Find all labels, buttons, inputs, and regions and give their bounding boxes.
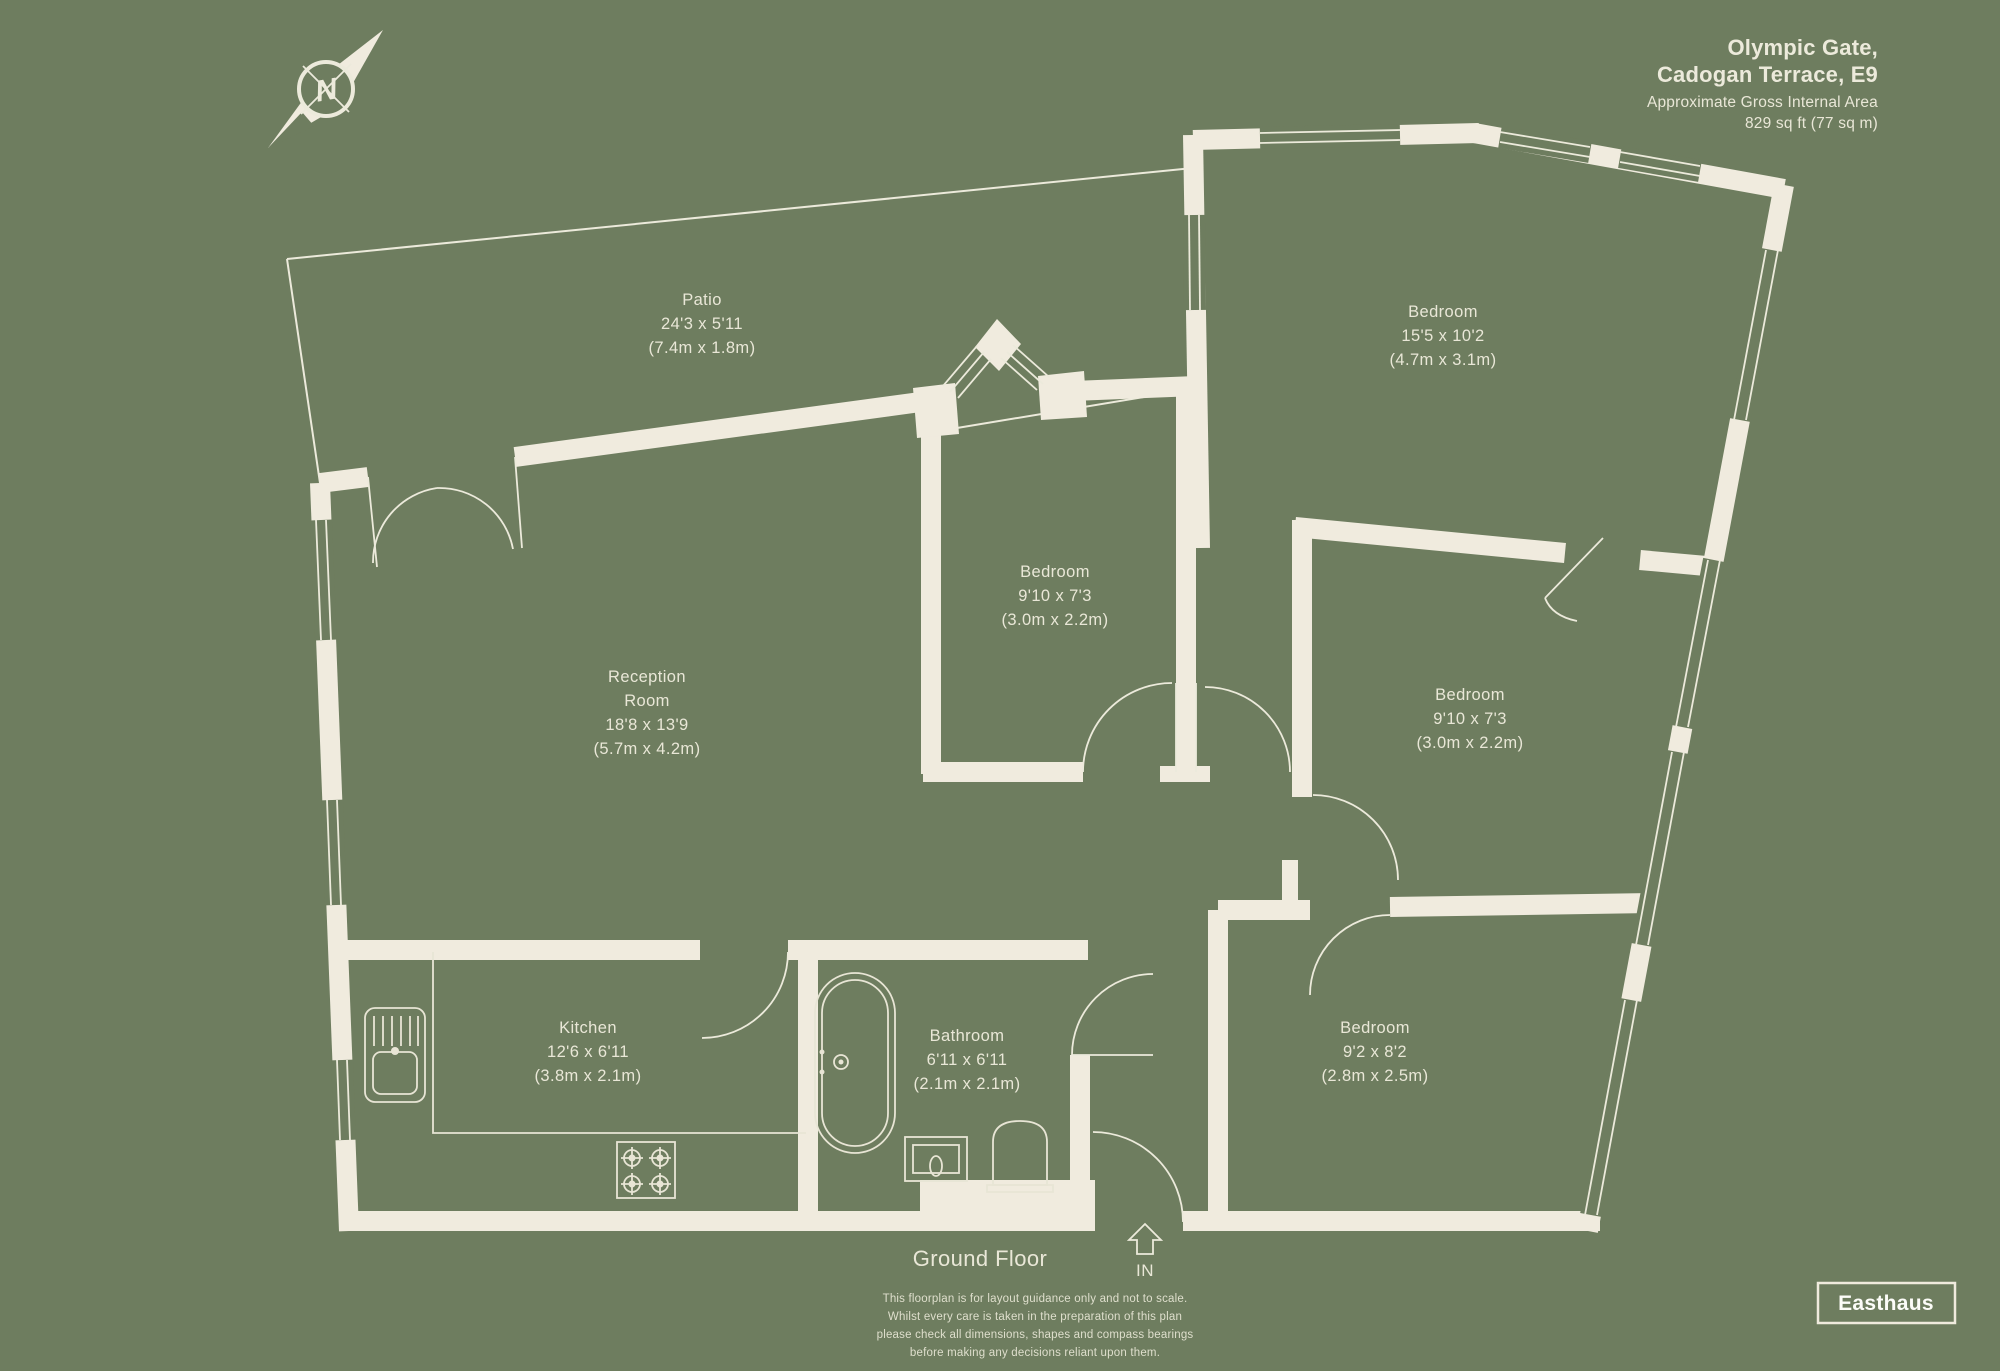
room-dims-imperial: 24'3 x 5'11 bbox=[661, 315, 743, 333]
room-name-line1: Reception bbox=[608, 668, 686, 686]
room-label-reception: Reception Room 18'8 x 13'9 (5.7m x 4.2m) bbox=[594, 668, 701, 758]
se-bedroom-door-arc bbox=[1309, 914, 1391, 996]
room-dims-imperial: 9'10 x 7'3 bbox=[1433, 710, 1507, 728]
french-door-right-arc bbox=[436, 487, 514, 550]
room-name: Bedroom bbox=[1435, 686, 1505, 704]
room-label-bedroom-middle: Bedroom 9'10 x 7'3 (3.0m x 2.2m) bbox=[1002, 563, 1109, 629]
room-dims-imperial: 18'8 x 13'9 bbox=[605, 716, 688, 734]
room-label-bedroom-east: Bedroom 9'10 x 7'3 (3.0m x 2.2m) bbox=[1417, 686, 1524, 752]
room-label-patio: Patio 24'3 x 5'11 (7.4m x 1.8m) bbox=[649, 291, 756, 357]
bathroom-door-arc bbox=[1071, 973, 1154, 1056]
area-line-2: 829 sq ft (77 sq m) bbox=[1745, 115, 1878, 132]
entrance-door-arc bbox=[1092, 1131, 1184, 1223]
brand-name: Easthaus bbox=[1838, 1292, 1934, 1315]
area-line-1: Approximate Gross Internal Area bbox=[1647, 94, 1878, 111]
middle-bedroom-door-arc bbox=[1082, 682, 1173, 773]
room-dims-metric: (3.0m x 2.2m) bbox=[1417, 734, 1524, 752]
washbasin bbox=[904, 1136, 968, 1182]
compass: N bbox=[268, 30, 383, 148]
toilet bbox=[986, 1120, 1054, 1193]
room-dims-metric: (2.8m x 2.5m) bbox=[1322, 1067, 1429, 1085]
room-dims-metric: (2.1m x 2.1m) bbox=[914, 1075, 1021, 1093]
room-dims-metric: (3.0m x 2.2m) bbox=[1002, 611, 1109, 629]
room-dims-imperial: 15'5 x 10'2 bbox=[1401, 327, 1484, 345]
room-name: Bedroom bbox=[1340, 1019, 1410, 1037]
room-label-kitchen: Kitchen 12'6 x 6'11 (3.8m x 2.1m) bbox=[535, 1019, 642, 1085]
disclaimer-line-3: please check all dimensions, shapes and … bbox=[877, 1329, 1194, 1341]
room-dims-metric: (3.8m x 2.1m) bbox=[535, 1067, 642, 1085]
room-dims-imperial: 9'2 x 8'2 bbox=[1343, 1043, 1407, 1061]
doors bbox=[367, 456, 1604, 1223]
east-bedroom-door-arc bbox=[1312, 794, 1399, 881]
footer: Ground Floor IN This floorplan is for la… bbox=[877, 1222, 1957, 1359]
room-dims-metric: (5.7m x 4.2m) bbox=[594, 740, 701, 758]
address-line-2: Cadogan Terrace, E9 bbox=[1657, 62, 1878, 87]
brand-badge: Easthaus bbox=[1816, 1281, 1957, 1325]
kitchen-sink bbox=[364, 1007, 426, 1103]
bathtub bbox=[814, 972, 896, 1154]
disclaimer-line-1: This floorplan is for layout guidance on… bbox=[883, 1293, 1188, 1305]
kitchen-door-arc bbox=[701, 951, 789, 1039]
room-dims-imperial: 9'10 x 7'3 bbox=[1018, 587, 1092, 605]
kitchen-counter bbox=[432, 952, 806, 1134]
room-dims-metric: (7.4m x 1.8m) bbox=[649, 339, 756, 357]
room-name: Bathroom bbox=[930, 1027, 1005, 1045]
entrance-arrow-icon bbox=[1126, 1222, 1164, 1255]
room-label-bedroom-ne: Bedroom 15'5 x 10'2 (4.7m x 3.1m) bbox=[1390, 303, 1497, 369]
room-dims-imperial: 6'11 x 6'11 bbox=[927, 1051, 1008, 1069]
address-line-1: Olympic Gate, bbox=[1727, 35, 1878, 60]
disclaimer-line-2: Whilst every care is taken in the prepar… bbox=[888, 1311, 1182, 1323]
hob bbox=[616, 1141, 676, 1199]
header: Olympic Gate, Cadogan Terrace, E9 Approx… bbox=[1647, 35, 1878, 132]
room-name: Bedroom bbox=[1020, 563, 1090, 581]
room-name: Bedroom bbox=[1408, 303, 1478, 321]
room-label-bathroom: Bathroom 6'11 x 6'11 (2.1m x 2.1m) bbox=[914, 1027, 1021, 1093]
disclaimer-line-4: before making any decisions reliant upon… bbox=[910, 1347, 1160, 1359]
room-name: Kitchen bbox=[559, 1019, 617, 1037]
floor-label: Ground Floor bbox=[913, 1246, 1047, 1271]
room-dims-metric: (4.7m x 3.1m) bbox=[1390, 351, 1497, 369]
entrance-label: IN bbox=[1136, 1261, 1154, 1280]
windows bbox=[310, 124, 1783, 1218]
bay-window bbox=[913, 319, 1087, 438]
ne-bedroom-door-arc bbox=[1204, 686, 1291, 773]
french-door-left-arc bbox=[372, 487, 438, 564]
room-name: Patio bbox=[682, 291, 722, 309]
room-dims-imperial: 12'6 x 6'11 bbox=[547, 1043, 629, 1061]
room-name-line2: Room bbox=[624, 692, 670, 710]
room-label-bedroom-se: Bedroom 9'2 x 8'2 (2.8m x 2.5m) bbox=[1322, 1019, 1429, 1085]
